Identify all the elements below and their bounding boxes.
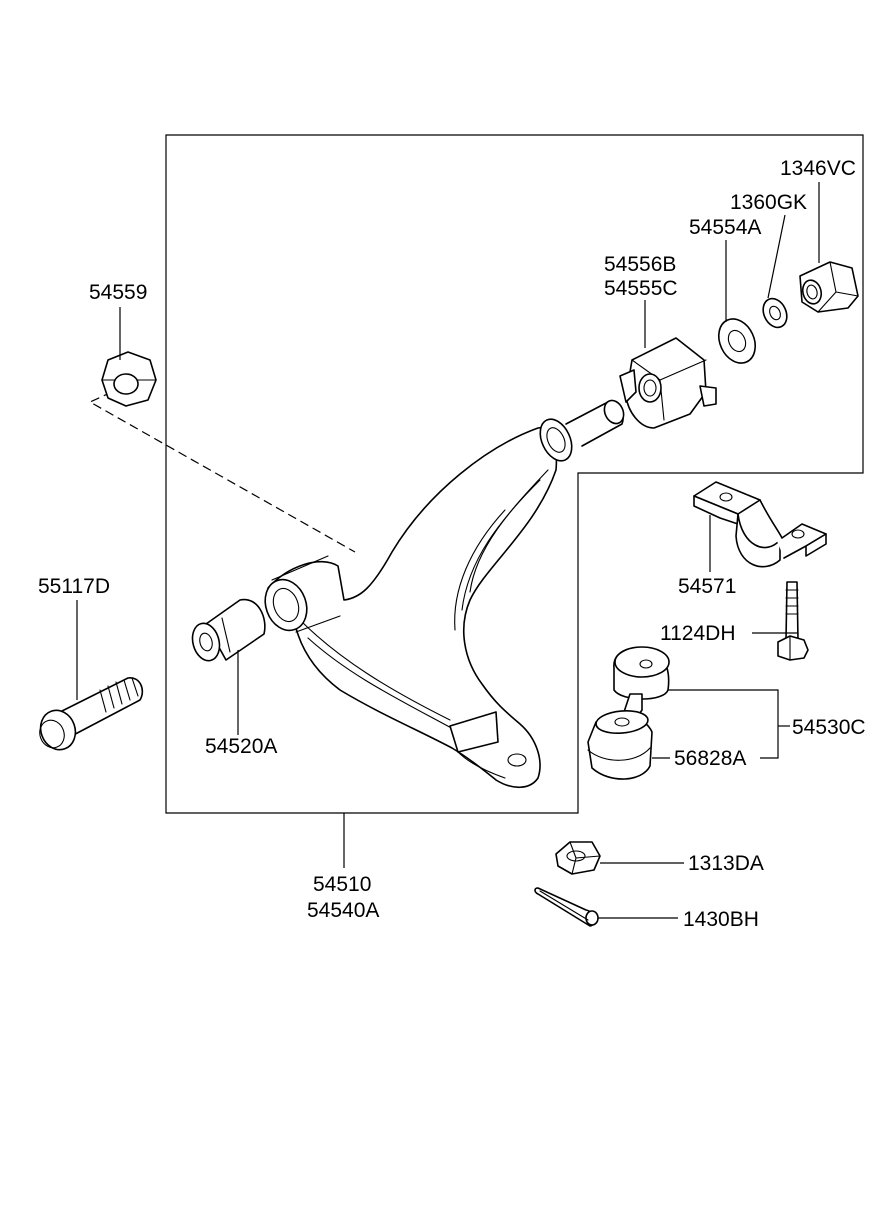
bushing-54520a[interactable]	[189, 598, 266, 664]
bolt-1124dh[interactable]	[777, 581, 809, 661]
cotter-pin-1430bh[interactable]	[534, 887, 599, 927]
dust-boot-56828a[interactable]	[587, 709, 653, 780]
washer-1360gk[interactable]	[759, 295, 792, 331]
nut-54559[interactable]	[101, 351, 157, 407]
label-54559: 54559	[89, 281, 147, 304]
label-54554a: 54554A	[689, 216, 761, 239]
washer-54554a[interactable]	[712, 313, 762, 369]
label-54520a: 54520A	[205, 735, 277, 758]
nut-1346vc[interactable]	[799, 261, 859, 313]
clamp-bracket-54571[interactable]	[693, 481, 827, 568]
bushing-54556b[interactable]	[619, 337, 717, 429]
label-1360gk: 1360GK	[730, 191, 807, 214]
label-1313da: 1313DA	[688, 852, 764, 875]
label-54555c: 54555C	[604, 277, 678, 300]
assembly-boundary	[165, 134, 864, 814]
label-1430bh: 1430BH	[683, 908, 759, 931]
label-54571: 54571	[678, 575, 736, 598]
label-1346vc: 1346VC	[780, 157, 856, 180]
label-56828a: 56828A	[674, 747, 746, 770]
leader-lines	[76, 182, 820, 919]
label-54540a: 54540A	[307, 899, 379, 922]
lower-control-arm[interactable]	[258, 397, 627, 789]
bolt-55117d[interactable]	[35, 677, 144, 755]
label-54530c: 54530C	[792, 716, 866, 739]
reference-dash-line	[88, 391, 356, 553]
label-55117d: 55117D	[38, 575, 110, 598]
nut-1313da[interactable]	[555, 841, 601, 875]
label-54556b: 54556B	[604, 253, 676, 276]
label-1124dh: 1124DH	[660, 622, 736, 645]
label-54510: 54510	[313, 873, 371, 896]
